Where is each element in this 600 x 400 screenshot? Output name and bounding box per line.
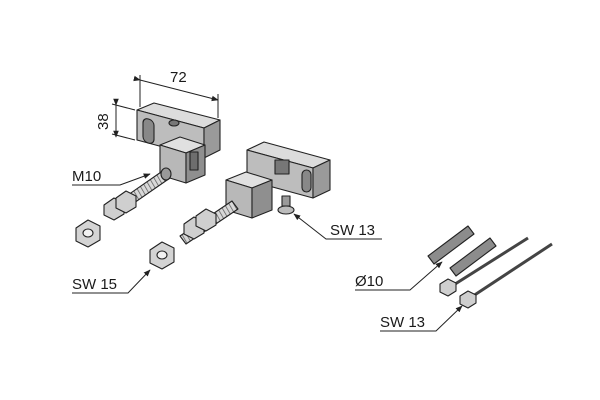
screw-wrench-label: SW 13 bbox=[380, 314, 425, 331]
foot-wrench-label: SW 13 bbox=[330, 222, 375, 239]
wall-screws bbox=[439, 236, 553, 309]
left-mounting-plate bbox=[136, 102, 221, 159]
nut-wrench-label: SW 15 bbox=[72, 276, 117, 293]
width-dimension-label: 72 bbox=[170, 69, 187, 86]
thread-label: M10 bbox=[72, 168, 101, 185]
height-dimension: 38 bbox=[95, 98, 136, 141]
foot-wrench-callout: SW 13 bbox=[293, 213, 382, 240]
right-bracket-assembly bbox=[149, 141, 331, 270]
svg-text:Ø10: Ø10 bbox=[355, 273, 383, 290]
right-mounting-plate bbox=[246, 141, 331, 199]
dowel-diameter-callout: Ø10 bbox=[355, 261, 443, 291]
diameter-symbol: Ø bbox=[355, 273, 367, 290]
wall-plugs bbox=[427, 225, 497, 277]
width-dimension: 72 bbox=[133, 69, 219, 118]
left-loose-nut bbox=[75, 219, 101, 248]
left-slide-block bbox=[159, 136, 206, 184]
left-rod-nuts bbox=[103, 190, 137, 221]
right-loose-nut bbox=[149, 241, 175, 270]
screw-wrench-callout: SW 13 bbox=[380, 305, 463, 332]
height-dimension-label: 38 bbox=[95, 113, 112, 130]
leveling-foot-screw bbox=[277, 195, 295, 215]
thread-callout: M10 bbox=[72, 168, 151, 186]
nut-wrench-callout: SW 15 bbox=[72, 269, 151, 294]
left-bracket-assembly bbox=[75, 102, 221, 248]
right-rod-nuts bbox=[183, 208, 217, 240]
dowel-diameter-label: 10 bbox=[367, 273, 384, 290]
